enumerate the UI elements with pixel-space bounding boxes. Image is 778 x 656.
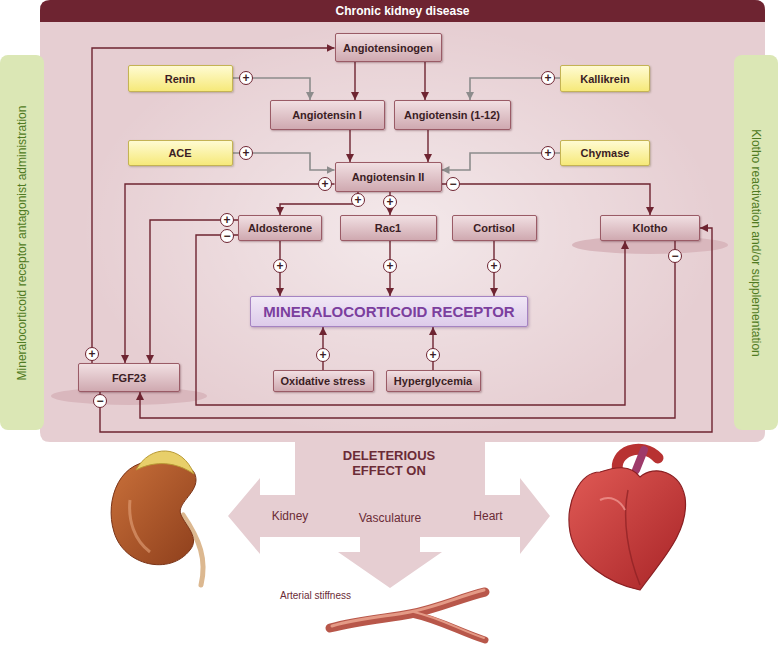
receptor-box: MINERALOCORTICOID RECEPTOR (250, 296, 528, 327)
illustration-label: Arterial stiffness (280, 590, 351, 601)
effect-connector (424, 62, 425, 100)
effect-sign: + (541, 146, 555, 160)
effect-connector (442, 184, 651, 215)
effect-sign: + (487, 259, 501, 273)
effect-sign: + (85, 347, 99, 361)
node-label: MINERALOCORTICOID RECEPTOR (263, 303, 514, 320)
effect-connector (140, 241, 675, 418)
effect-sign: + (273, 259, 287, 273)
effect-sign: + (318, 177, 332, 191)
band-label: Mineralocorticoid receptor antagonist ad… (15, 105, 29, 380)
enzyme-box: Kallikrein (560, 65, 650, 92)
effect-connector (100, 228, 712, 432)
effect-sign: + (239, 71, 253, 85)
effect-sign: − (446, 177, 460, 191)
effect-sign: + (383, 195, 397, 209)
effect-sign: + (220, 213, 234, 227)
process-box: Klotho (600, 215, 700, 241)
process-box: Rac1 (340, 215, 437, 241)
node-label: Oxidative stress (281, 375, 366, 387)
effect-sign: + (351, 193, 365, 207)
band-label: Klotho reactivation and/or supplementati… (749, 129, 763, 356)
node-label: FGF23 (112, 372, 146, 384)
process-box: Angiotensinogen (335, 33, 442, 62)
node-label: Rac1 (375, 222, 401, 234)
heart-illustration (569, 449, 686, 590)
effect-sign: − (220, 229, 234, 243)
title-bar (40, 0, 765, 22)
node-label: Cortisol (473, 222, 515, 234)
effect-connector (280, 192, 358, 215)
enzyme-box: Renin (128, 65, 233, 92)
effect-connector (427, 130, 428, 162)
node-label: Aldosterone (248, 222, 312, 234)
node-label: Hyperglycemia (394, 375, 472, 387)
node-label: Chymase (581, 147, 630, 159)
effect-sign: − (93, 394, 107, 408)
effect-sign: + (316, 348, 330, 362)
kidney-illustration (111, 451, 203, 585)
effect-heading: DELETERIOUS EFFECT ON (333, 448, 445, 478)
process-box: Angiotensin II (335, 162, 442, 192)
process-box: Hyperglycemia (386, 370, 481, 392)
effect-sign: + (383, 259, 397, 273)
enzyme-box: ACE (128, 140, 233, 166)
node-label: Angiotensin I (292, 109, 362, 121)
process-box: Angiotensin I (270, 100, 385, 130)
process-box: Aldosterone (238, 215, 322, 241)
enzyme-box: Chymase (560, 140, 650, 166)
effect-arrow: DELETERIOUS EFFECT ON Kidney Vasculature He… (228, 442, 550, 588)
disease-panel (40, 0, 765, 442)
treatment-band: Mineralocorticoid receptor antagonist ad… (0, 55, 44, 430)
process-box: Oxidative stress (273, 370, 374, 392)
arrow-shape (228, 442, 550, 588)
process-box: FGF23 (78, 363, 180, 392)
target-label: Heart (473, 509, 502, 523)
effect-sign: + (426, 348, 440, 362)
effect-connector (349, 130, 350, 162)
node-label: Renin (165, 73, 196, 85)
effect-sign: + (239, 146, 253, 160)
node-label: Angiotensin (1-12) (404, 109, 500, 121)
target-label: Kidney (272, 509, 309, 523)
effect-connector (150, 220, 238, 363)
node-label: Kallikrein (580, 73, 630, 85)
figure-title: Chronic kidney disease (40, 0, 765, 22)
effect-sign: − (668, 249, 682, 263)
node-label: Klotho (633, 222, 668, 234)
node-label: Angiotensinogen (343, 42, 433, 54)
effect-connector (125, 184, 335, 363)
process-box: Cortisol (452, 215, 537, 241)
effect-sign: + (541, 71, 555, 85)
node-label: Angiotensin II (352, 171, 425, 183)
artery-illustration (330, 590, 485, 640)
effect-connector (196, 235, 625, 405)
treatment-band: Klotho reactivation and/or supplementati… (734, 55, 778, 430)
node-label: ACE (168, 147, 191, 159)
effect-connector (354, 62, 355, 100)
process-box: Angiotensin (1-12) (394, 100, 511, 130)
target-label: Vasculature (359, 511, 421, 525)
